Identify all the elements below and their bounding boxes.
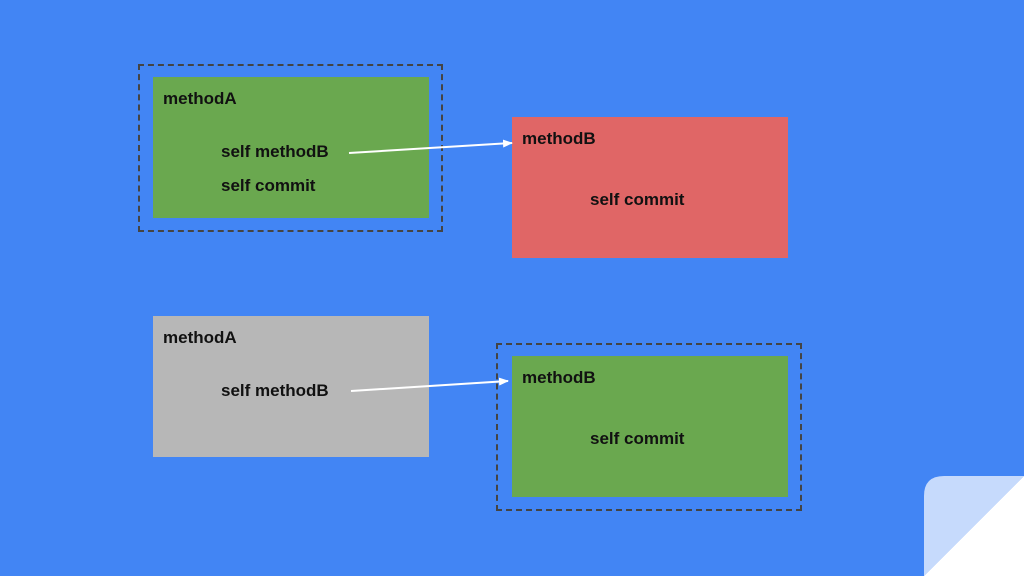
- bottom-methodA-box: methodA self methodB: [153, 316, 429, 457]
- bottom-methodA-title: methodA: [163, 328, 237, 347]
- top-methodA-box: methodA self methodB self commit: [153, 77, 429, 218]
- bottom-methodB-commit: self commit: [590, 429, 685, 448]
- bottom-methodA-call-methodB: self methodB: [221, 381, 329, 400]
- top-methodB-commit: self commit: [590, 190, 685, 209]
- page-curl-decoration: [924, 476, 1024, 576]
- top-methodB-title: methodB: [522, 129, 596, 148]
- bottom-methodB-title: methodB: [522, 368, 596, 387]
- top-methodA-commit: self commit: [221, 176, 316, 195]
- top-methodA-title: methodA: [163, 89, 237, 108]
- top-methodA-call-methodB: self methodB: [221, 142, 329, 161]
- top-call-arrow: [348, 139, 513, 154]
- bottom-methodB-box: methodB self commit: [512, 356, 788, 497]
- bottom-call-arrow: [350, 377, 509, 392]
- bottom-transaction-boundary: [496, 343, 802, 511]
- top-methodB-box: methodB self commit: [512, 117, 788, 258]
